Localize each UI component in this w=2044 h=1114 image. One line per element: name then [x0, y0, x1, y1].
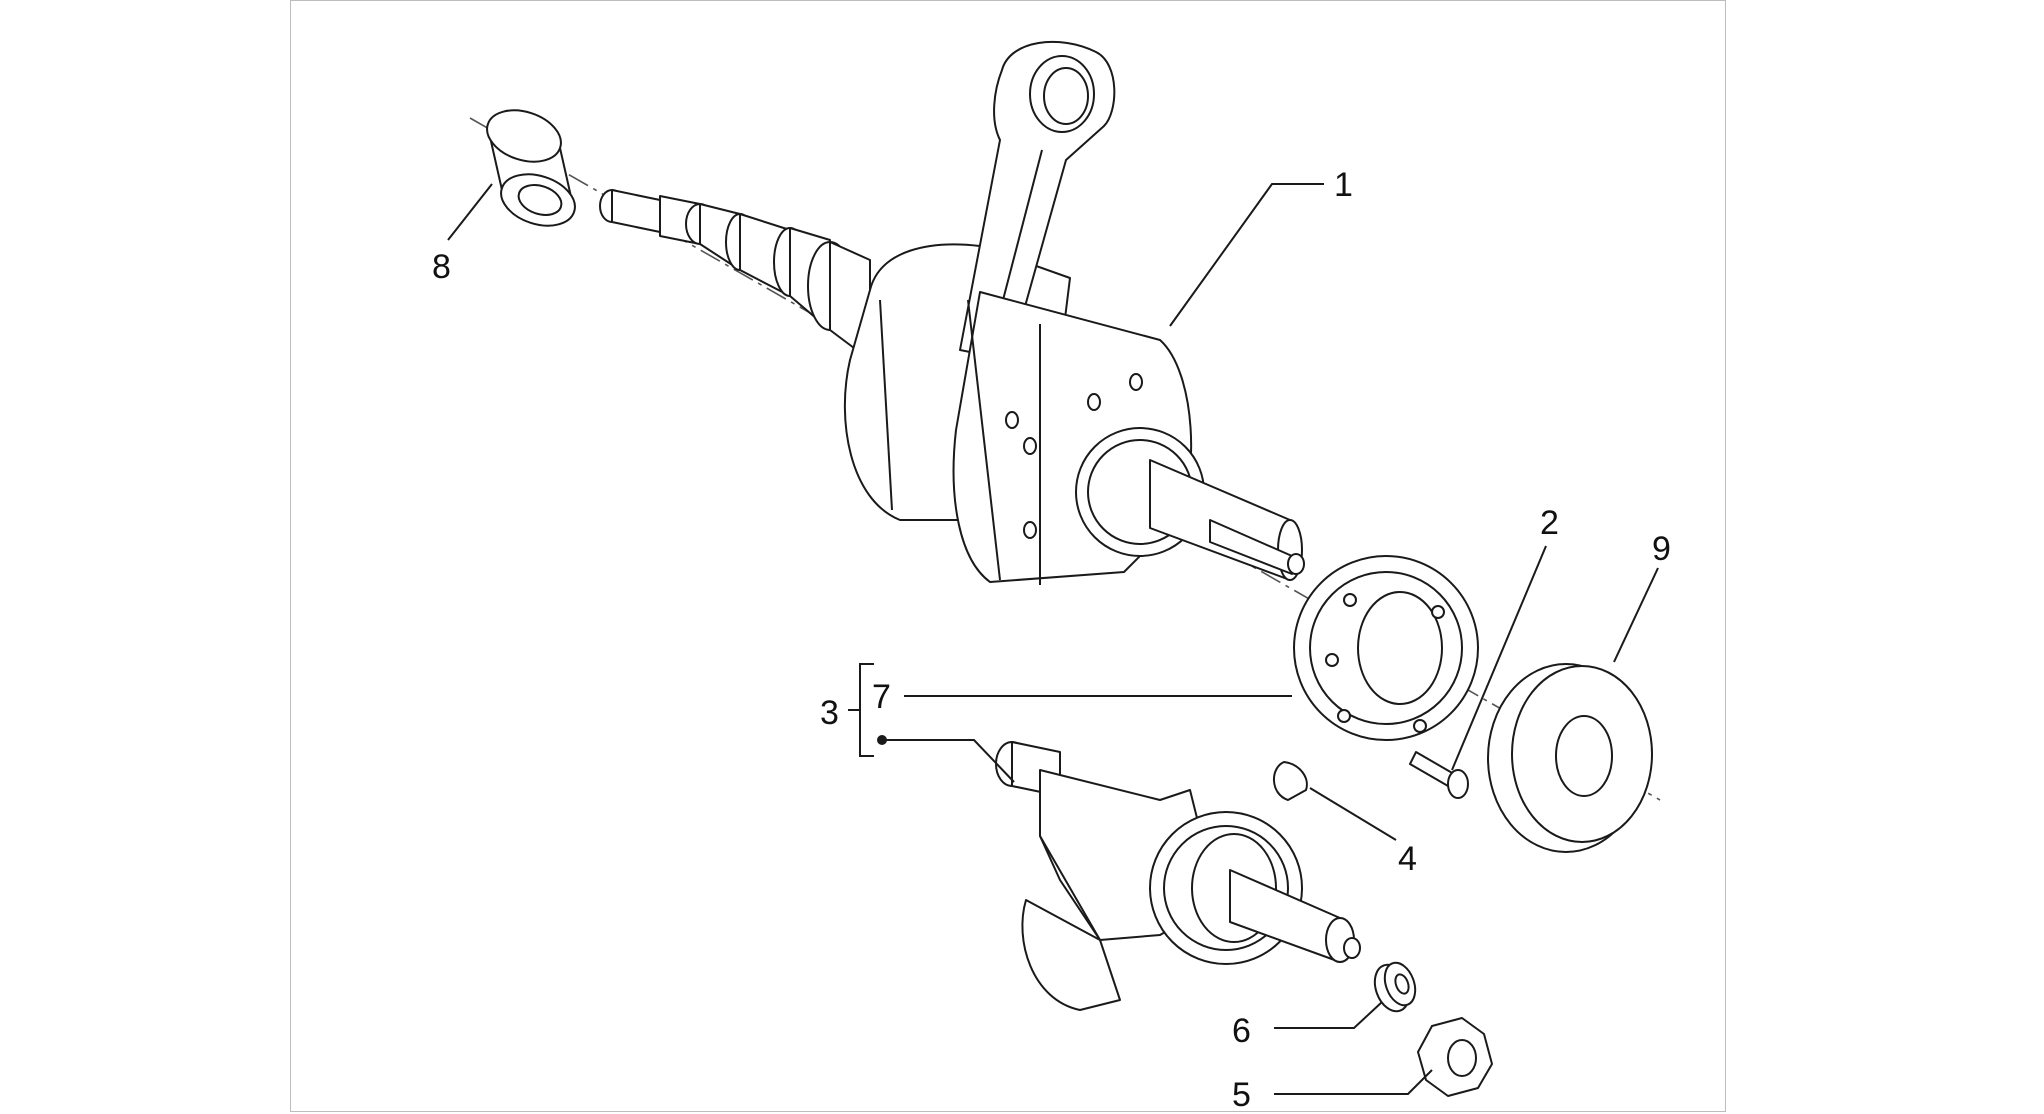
leader-5	[1274, 1069, 1433, 1095]
screw-part-2	[1409, 751, 1469, 799]
callout-8: 8	[432, 248, 451, 286]
callout-5: 5	[1232, 1076, 1251, 1114]
leader-3-dot	[884, 739, 1015, 783]
leader-8	[447, 183, 493, 241]
callout-2: 2	[1540, 504, 1559, 542]
washer-part-6	[1373, 961, 1417, 1013]
balance-shaft-part-3	[995, 741, 1361, 1011]
callout-3: 3	[820, 694, 839, 732]
leader-1	[1169, 183, 1324, 327]
leader-6	[1274, 1001, 1383, 1029]
leader-2	[1451, 545, 1547, 771]
leader-9	[1613, 567, 1659, 663]
bush-part-8	[486, 109, 576, 227]
sprocket-part-7	[1293, 555, 1479, 741]
washer-part-9	[1487, 663, 1653, 853]
crankshaft-part-1	[599, 41, 1305, 585]
callout-4: 4	[1398, 840, 1417, 878]
callout-1: 1	[1334, 166, 1353, 204]
leader-4	[1309, 787, 1397, 841]
bracket-3-dot	[877, 735, 887, 745]
key-part-4	[1273, 761, 1308, 801]
callout-9: 9	[1652, 530, 1671, 568]
callout-7: 7	[872, 678, 891, 716]
nut-part-5	[1417, 1017, 1493, 1097]
callout-6: 6	[1232, 1012, 1251, 1050]
